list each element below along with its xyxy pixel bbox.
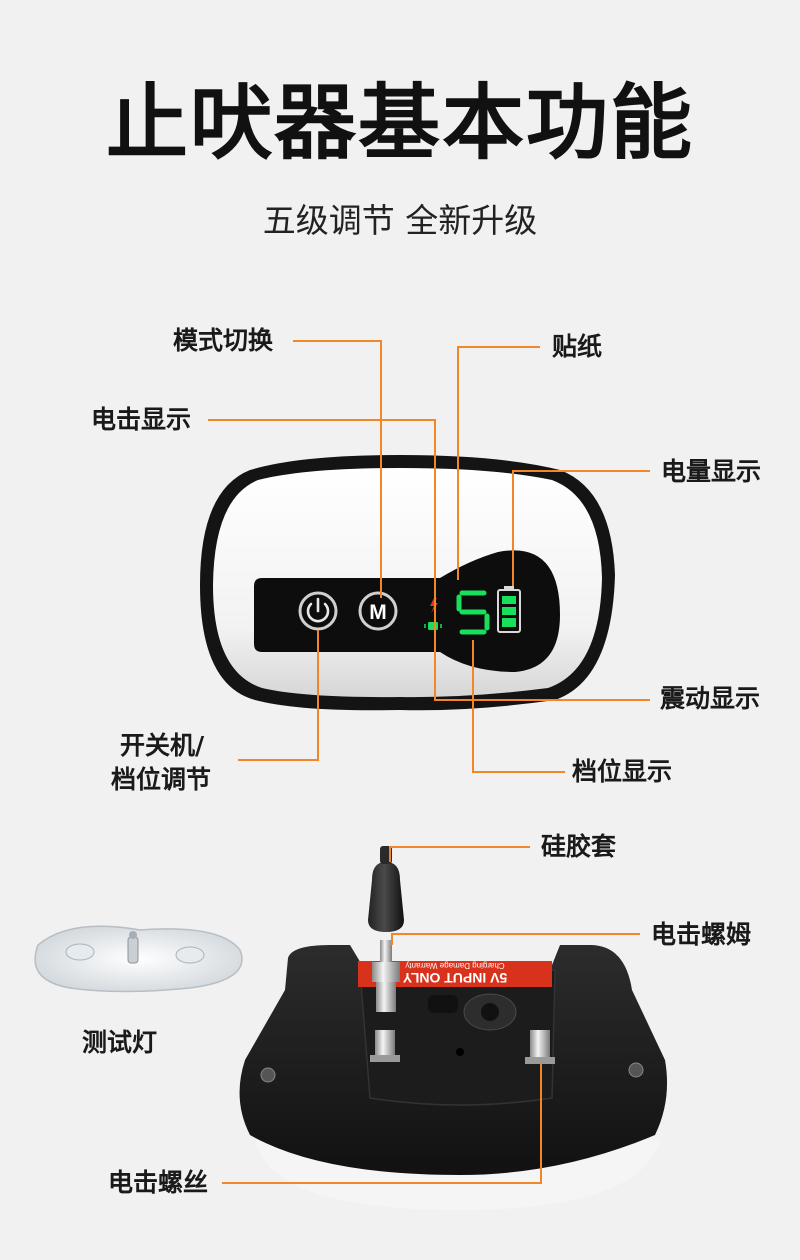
test-light-image	[34, 925, 243, 993]
label-level-display: 档位显示	[572, 757, 673, 786]
label-shock-screw: 电击螺丝	[108, 1168, 209, 1197]
bark-collar-front: M	[200, 455, 615, 711]
silicone-cap	[368, 846, 404, 932]
leader-lines-top	[208, 340, 650, 773]
label-mode-switch: 模式切换	[173, 326, 274, 355]
vibration-indicator-icon	[428, 622, 438, 630]
label-shock-nut: 电击螺姆	[651, 920, 752, 949]
power-button[interactable]	[298, 591, 338, 631]
power-icon	[306, 602, 330, 623]
mode-button[interactable]: M	[358, 591, 398, 631]
shock-screw-right	[525, 1030, 555, 1064]
charging-port	[428, 993, 517, 1031]
page-title: 止吠器基本功能	[105, 76, 694, 171]
page-subtitle: 五级调节 全新升级	[262, 201, 538, 240]
label-vibration-display: 震动显示	[660, 684, 761, 713]
label-power-line2: 档位调节	[111, 765, 212, 794]
label-shock-display: 电击显示	[91, 405, 192, 434]
label-silicone-cap: 硅胶套	[541, 832, 617, 861]
battery-indicator-icon	[497, 586, 521, 633]
product-label-subtext: Charging Damage Warranty	[405, 961, 504, 970]
label-power-line1: 开关机/	[120, 731, 205, 760]
leader-lines-bottom	[222, 846, 640, 1184]
product-label-text: 5V INPUT ONLY	[402, 970, 507, 986]
shock-nut	[372, 940, 400, 1012]
mode-button-letter: M	[369, 601, 387, 624]
level-digit-display	[456, 590, 490, 635]
shock-screw-left	[370, 1030, 400, 1062]
label-sticker: 贴纸	[552, 332, 603, 361]
label-test-light: 测试灯	[82, 1028, 158, 1057]
label-battery-display: 电量显示	[661, 457, 762, 486]
bark-collar-back: 5V INPUT ONLY Charging Damage Warranty	[239, 846, 668, 1210]
